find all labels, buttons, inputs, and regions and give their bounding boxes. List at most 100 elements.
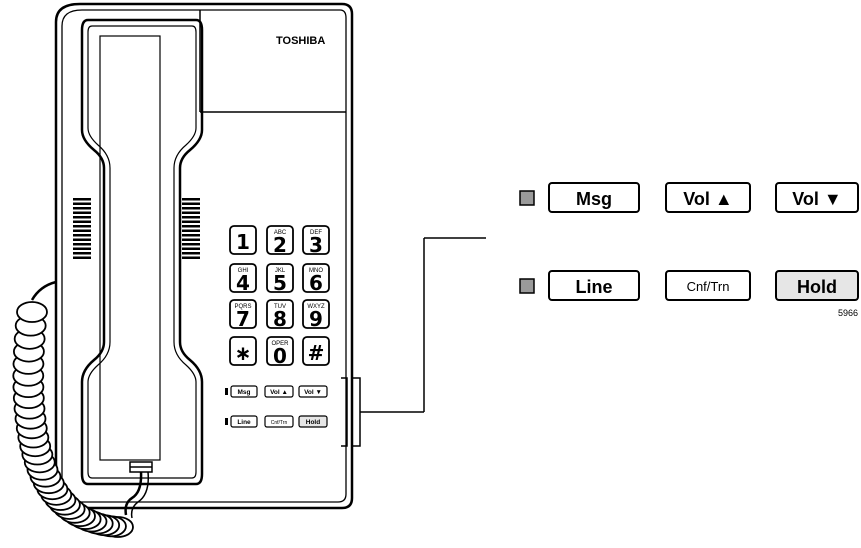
msg-button[interactable] [548, 182, 640, 213]
phone-hold-key[interactable] [298, 415, 328, 428]
phone-vol-down-key-label: Vol ▼ [304, 389, 322, 396]
keypad-key-digit: 2 [273, 233, 287, 257]
keypad-key-letters: ABC [274, 230, 287, 236]
phone-msg-key-label: Msg [238, 389, 251, 396]
keypad-key-digit: 3 [309, 233, 323, 257]
keypad-key-letters: MNO [309, 268, 323, 274]
enlarged-feature-row-2: Line Cnf/Trn Hold [519, 270, 859, 301]
keypad-key-digit: 7 [236, 307, 250, 331]
line-button-label: Line [575, 277, 612, 297]
grille-slot [73, 256, 91, 259]
phone-vol-down-key[interactable] [298, 385, 328, 398]
grille-slot [182, 220, 200, 223]
phone-vol-up-key[interactable] [264, 385, 294, 398]
grille-slot [182, 202, 200, 205]
enlarged-feature-row-1: Msg Vol ▲ Vol ▼ [519, 182, 859, 213]
keypad-key-frame [302, 225, 330, 255]
phone-feature-row-2: Line Cnf/Trn Hold [225, 415, 328, 428]
speaker-grille-left [73, 198, 91, 259]
phone-msg-key[interactable] [230, 385, 258, 398]
grille-slot [182, 256, 200, 259]
grille-slot [182, 247, 200, 250]
keypad-key-frame [266, 263, 294, 293]
keypad-key-frame [266, 225, 294, 255]
vol-up-button[interactable] [665, 182, 751, 213]
keypad-key[interactable]: ∗ [229, 336, 257, 366]
keypad-key-letters: WXYZ [307, 304, 325, 310]
cnf-trn-button-label: Cnf/Trn [687, 279, 730, 294]
grille-slot [73, 247, 91, 250]
keypad-key-digit: 5 [273, 271, 287, 295]
keypad-key-frame [266, 336, 294, 366]
hold-button-label: Hold [797, 277, 837, 297]
keypad-key-digit: 9 [309, 307, 323, 331]
cord-strand [124, 471, 143, 516]
cord-clip [129, 461, 153, 473]
keypad-key-frame [229, 336, 257, 366]
keypad-key-frame [229, 263, 257, 293]
keypad-key-digit: 8 [273, 307, 287, 331]
cord-coil [16, 301, 48, 323]
keypad-key-digit: 0 [273, 344, 287, 368]
keypad-key[interactable]: # [302, 336, 330, 366]
keypad-key[interactable]: 1 [229, 225, 257, 255]
grille-slot [182, 198, 200, 201]
phone-line-led [225, 418, 228, 425]
grille-slot [73, 216, 91, 219]
speaker-grille-right [182, 198, 200, 259]
phone-line-key[interactable] [230, 415, 258, 428]
vol-down-button[interactable] [775, 182, 859, 213]
phone-msg-led [225, 388, 228, 395]
keypad-key-frame [302, 299, 330, 329]
keypad-key-letters: PQRS [234, 304, 251, 310]
grille-slot [73, 211, 91, 214]
keypad-key-letters: TUV [274, 304, 286, 310]
grille-slot [73, 202, 91, 205]
keypad-key-digit: 1 [236, 230, 250, 254]
keypad-key-letters: JKL [275, 268, 286, 274]
msg-led [519, 190, 535, 206]
grille-slot [182, 243, 200, 246]
keypad-key-letters: GHI [238, 268, 249, 274]
keypad-key-frame [229, 225, 257, 255]
grille-slot [73, 238, 91, 241]
grille-slot [73, 229, 91, 232]
grille-slot [73, 234, 91, 237]
grille-slot [182, 238, 200, 241]
keypad-key-frame [302, 263, 330, 293]
keypad-key-frame [302, 336, 330, 366]
phone-cnf-trn-key-label: Cnf/Trn [271, 420, 288, 426]
grille-slot [182, 207, 200, 210]
vol-down-button-label: Vol ▼ [792, 189, 841, 209]
grille-slot [73, 207, 91, 210]
panel-dividers [199, 10, 346, 113]
keypad-key-digit: # [308, 341, 325, 365]
grille-slot [73, 252, 91, 255]
telephone-body-inner [61, 9, 347, 503]
vol-up-button-label: Vol ▲ [683, 189, 732, 209]
phone-cnf-trn-key[interactable] [264, 415, 294, 428]
keypad-key-digit: 6 [309, 271, 323, 295]
grille-slot [73, 198, 91, 201]
grille-slot [182, 211, 200, 214]
phone-feature-row-1: Msg Vol ▲ Vol ▼ [225, 385, 328, 398]
line-button[interactable] [548, 270, 640, 301]
grille-slot [73, 243, 91, 246]
cord-strand [130, 471, 150, 519]
grille-slot [182, 229, 200, 232]
grille-slot [73, 220, 91, 223]
grille-slot [73, 225, 91, 228]
cnf-trn-button[interactable] [665, 270, 751, 301]
hold-button[interactable] [775, 270, 859, 301]
